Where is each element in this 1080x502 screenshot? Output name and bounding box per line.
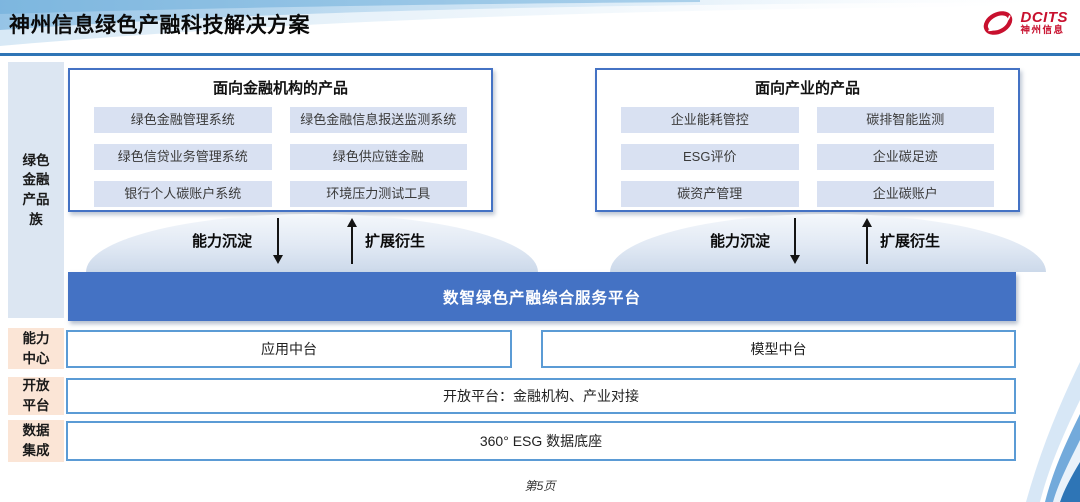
logo-swoosh-icon xyxy=(983,11,1012,35)
flow-label-down: 能力沉淀 xyxy=(710,233,771,250)
app-middle-platform-box: 应用中台 xyxy=(66,330,512,368)
logo-brand: DCITS xyxy=(1020,9,1068,27)
finance-products-title: 面向金融机构的产品 xyxy=(212,80,348,97)
product-item: 企业碳足迹 xyxy=(816,144,994,170)
arrow-up-icon xyxy=(862,218,872,264)
sidebar-label-data-integration: 数据 集成 xyxy=(8,420,64,462)
flow-label-down: 能力沉淀 xyxy=(192,233,253,250)
page-title: 神州信息绿色产融科技解决方案 xyxy=(9,14,310,37)
product-item: ESG评价 xyxy=(621,144,799,170)
product-item: 银行个人碳账户系统 xyxy=(94,181,272,207)
product-item: 企业碳账户 xyxy=(816,181,994,207)
sidebar-label-open-platform: 开放 平台 xyxy=(8,377,64,415)
dcits-logo: DCITS 神州信息 xyxy=(980,8,1069,38)
platform-bar: 数智绿色产融综合服务平台 xyxy=(68,272,1016,321)
product-item: 碳资产管理 xyxy=(621,181,799,207)
model-middle-platform-box: 模型中台 xyxy=(541,330,1016,368)
dome-right xyxy=(610,214,1046,272)
product-item: 绿色信贷业务管理系统 xyxy=(94,144,272,170)
product-item: 碳排智能监测 xyxy=(816,107,994,133)
sidebar-label-product-family: 绿色 金融 产品 族 xyxy=(8,62,64,318)
flow-label-up: 扩展衍生 xyxy=(880,233,941,250)
header-divider xyxy=(0,53,1080,56)
product-item: 绿色金融管理系统 xyxy=(94,107,272,133)
product-item: 绿色供应链金融 xyxy=(289,144,467,170)
product-item: 绿色金融信息报送监测系统 xyxy=(289,107,467,133)
open-platform-box: 开放平台：金融机构、产业对接 xyxy=(66,378,1016,414)
data-base-box: 360° ESG 数据底座 xyxy=(66,421,1016,461)
logo-brand-cn: 神州信息 xyxy=(1020,24,1065,36)
page-number: 第5页 xyxy=(524,479,556,493)
product-item: 环境压力测试工具 xyxy=(289,181,467,207)
finance-products-box: 面向金融机构的产品 绿色金融管理系统 绿色金融信息报送监测系统 绿色信贷业务管理… xyxy=(68,68,493,212)
sidebar-label-capability-center: 能力 中心 xyxy=(8,328,64,369)
arrow-down-icon xyxy=(790,218,800,264)
flow-label-up: 扩展衍生 xyxy=(365,233,426,250)
industry-products-box: 面向产业的产品 企业能耗管控 碳排智能监测 ESG评价 企业碳足迹 碳资产管理 … xyxy=(595,68,1020,212)
arrow-down-icon xyxy=(273,218,283,264)
dome-left xyxy=(86,214,538,272)
product-item: 企业能耗管控 xyxy=(621,107,799,133)
arrow-up-icon xyxy=(347,218,357,264)
industry-products-title: 面向产业的产品 xyxy=(754,80,860,97)
